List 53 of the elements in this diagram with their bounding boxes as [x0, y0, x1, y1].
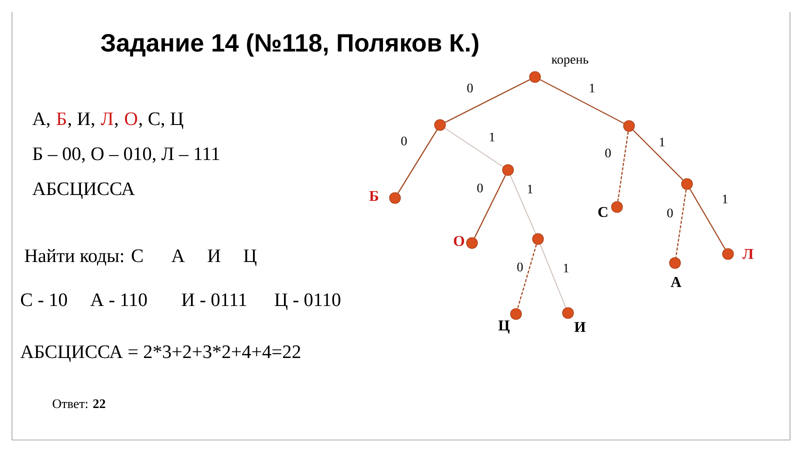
root-label: корень: [552, 58, 588, 66]
length-formula: АБСЦИССА = 2*3+2+3*2+4+4=22: [20, 345, 300, 362]
tree-node: [529, 71, 541, 83]
tree-edge: [689, 188, 726, 250]
code-letter: А: [171, 249, 185, 262]
code-letter: И: [208, 250, 220, 262]
leaf-letter: Ц: [498, 320, 510, 334]
leaf-letter: О: [454, 236, 464, 246]
code-letter: Ц: [244, 250, 256, 266]
letter-list: ,: [114, 123, 118, 128]
tree-edge: [540, 79, 624, 124]
tree-node: [532, 233, 544, 245]
tree-node: [623, 120, 635, 132]
found-codes: С - 10: [20, 293, 67, 306]
leaf-letter: Б: [369, 191, 378, 201]
tree-edge: [444, 79, 530, 123]
leaf-letter: Л: [742, 249, 754, 259]
tree-node: [562, 307, 574, 319]
tree-node: [681, 178, 693, 190]
highlighted-letter: Б: [56, 112, 66, 125]
given-codes: Б – 00, О – 010, Л – 111: [32, 147, 220, 163]
tree-node: [611, 201, 623, 213]
tree-edge: [617, 132, 629, 202]
letter-list: , И,: [68, 112, 94, 128]
code-letter: И - 0111: [182, 293, 246, 306]
code-letter: А - 110: [90, 293, 147, 306]
leaf-letter: С: [598, 206, 608, 218]
letter-list: А,: [32, 112, 50, 128]
tree-node: [722, 248, 734, 260]
tree-edge: [510, 174, 536, 234]
tree-node: [510, 308, 522, 320]
tree-edge: [675, 190, 687, 258]
leaf-letter: И: [574, 322, 586, 332]
tree-node: [389, 192, 401, 204]
leaf-letter: А: [670, 277, 682, 287]
encoded-word: АБСЦИССА: [32, 182, 135, 200]
task-text: Найти коды: С: [24, 249, 143, 266]
answer-text: Ответ: 22: [52, 399, 106, 408]
tree-edge: [517, 244, 537, 309]
tree-edge: [398, 130, 438, 194]
tree-edge: [444, 128, 504, 168]
tree-node: [434, 119, 446, 131]
tree-node: [502, 164, 514, 176]
highlighted-letter: Л: [100, 112, 114, 126]
tree-edge: [632, 130, 684, 180]
highlighted-letter: О: [124, 112, 138, 126]
tree-edge: [540, 244, 566, 308]
tree-node: [466, 237, 478, 249]
title: Задание 14 (№118, Поляков К.): [100, 33, 478, 57]
tree-edge: [474, 174, 506, 238]
code-letter: Ц - 0110: [274, 293, 340, 310]
letter-list: , С, Ц: [139, 112, 184, 130]
tree-node: [669, 257, 681, 269]
